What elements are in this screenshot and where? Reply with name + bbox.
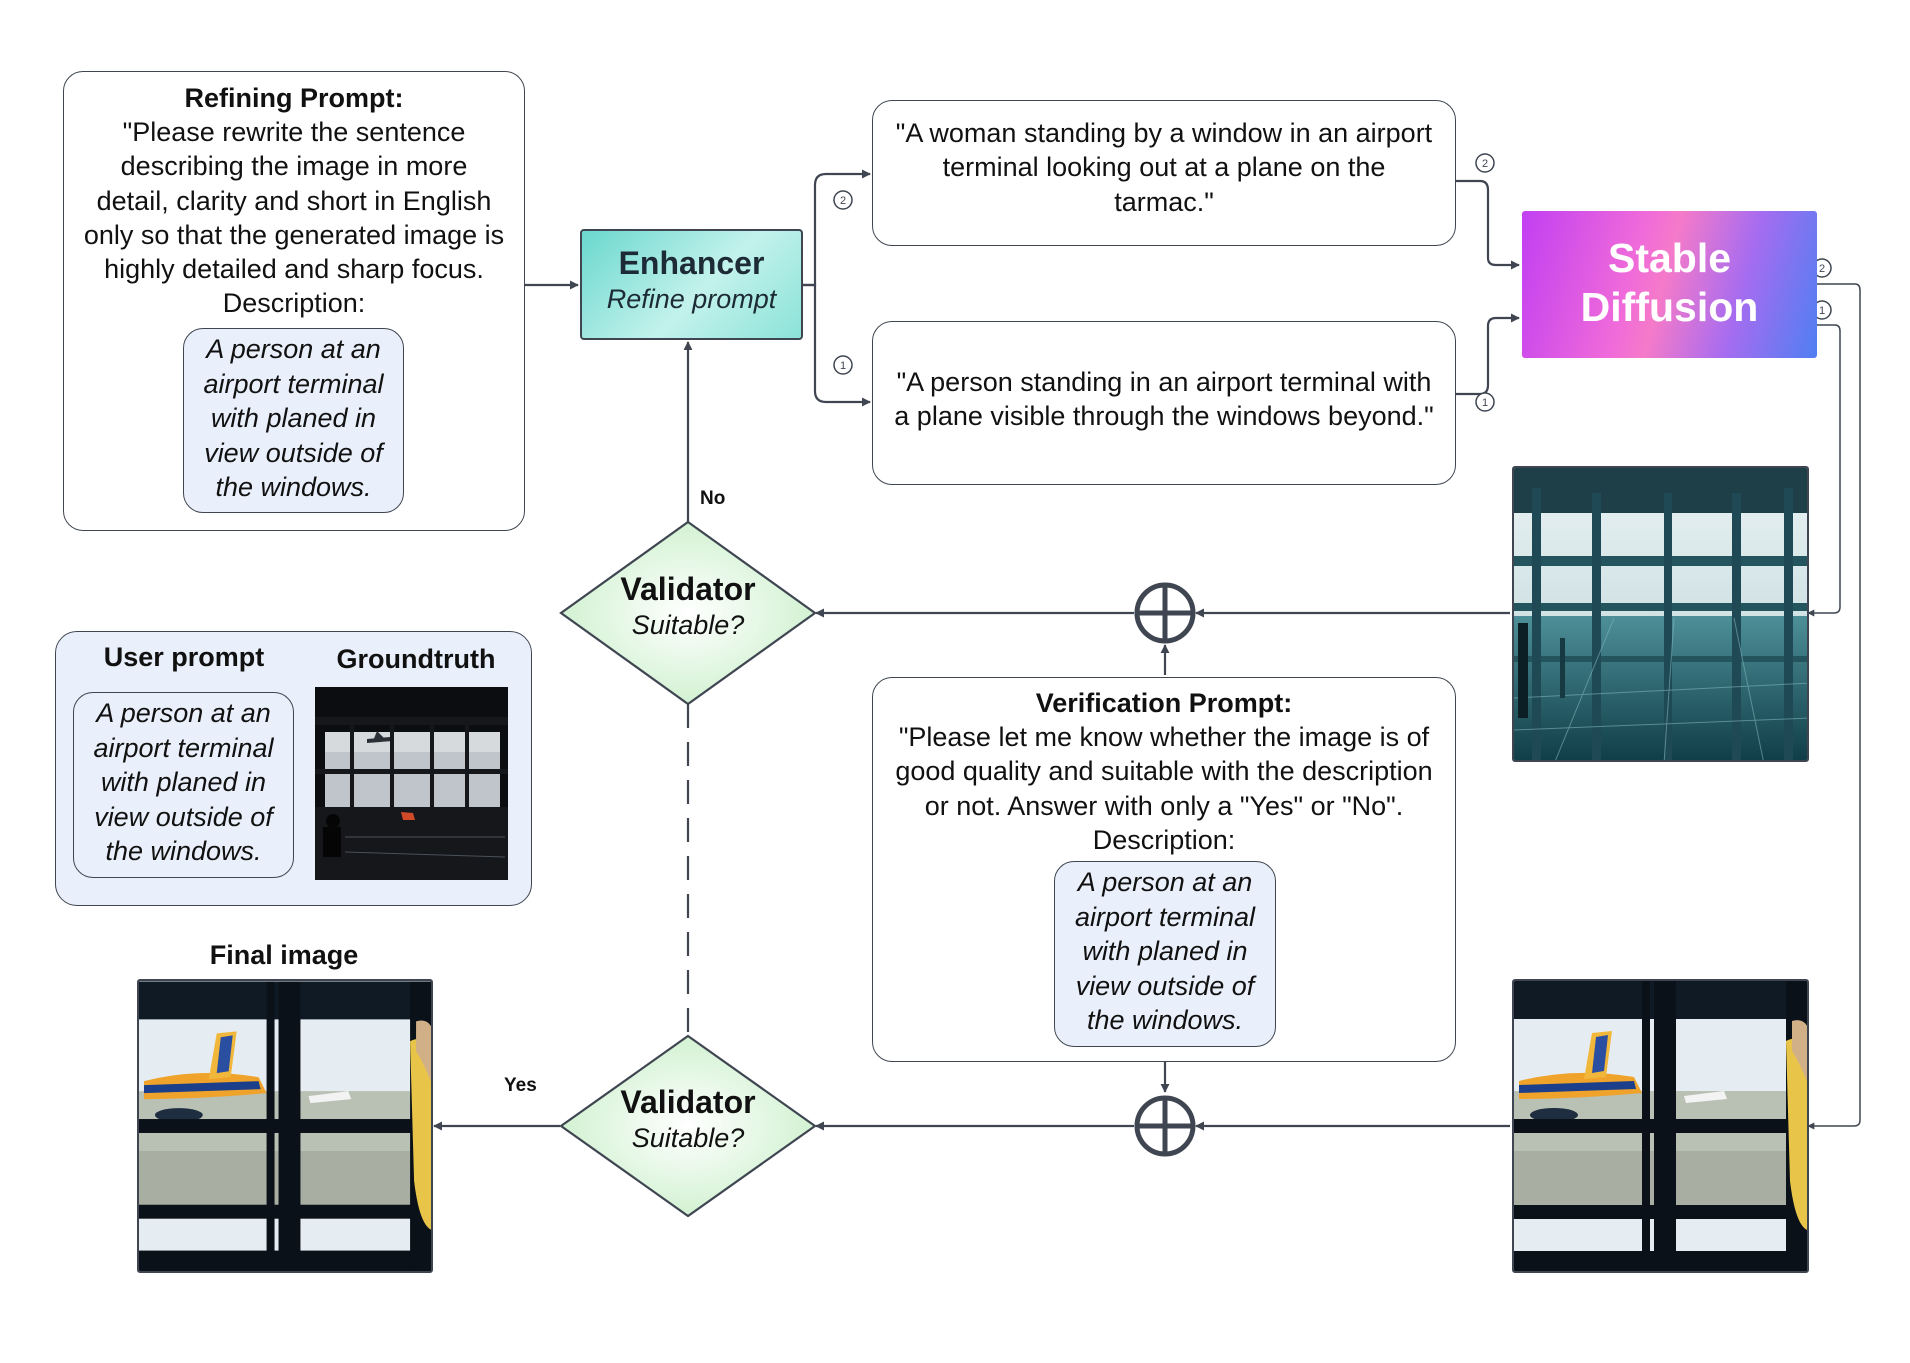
description-line: the windows. [105, 836, 262, 866]
enhancer-node: Enhancer Refine prompt [580, 229, 803, 340]
verification-line: Description: [1092, 824, 1236, 855]
validator-top-label: Validator Suitable? [578, 571, 798, 642]
validator-top-title: Validator [620, 571, 756, 607]
badge-one-prompt [833, 355, 853, 375]
description-line: view outside of [204, 437, 383, 468]
refining-description-pill: A person at an airport terminal with pla… [183, 328, 404, 513]
yes-branch-label: Yes [504, 1075, 537, 1096]
arrow-enhancer-to-prompt-two [803, 169, 871, 287]
verification-line: or not. Answer with only a "Yes" or "No"… [924, 790, 1404, 821]
badge-two-prompt-label: 2 [840, 195, 846, 207]
enhancer-subtitle: Refine prompt [606, 284, 777, 314]
generated-image-one [1512, 466, 1809, 762]
validator-top-diamond [559, 520, 817, 706]
refining-prompt-text: "Please rewrite the sentence describing … [64, 115, 524, 321]
verification-description-pill: A person at an airport terminal with pla… [1054, 861, 1276, 1047]
description-line: view outside of [1075, 970, 1255, 1001]
user-prompt-title: User prompt [103, 642, 265, 672]
description-line: A person at an [1077, 867, 1253, 897]
validator-bottom-subtitle: Suitable? [631, 1123, 745, 1153]
arrow-prompt-one-to-sd [1456, 313, 1520, 396]
verification-prompt-text: "Please let me know whether the image is… [873, 720, 1455, 857]
description-line: the windows. [215, 472, 372, 502]
prompt-line: tarmac." [1114, 186, 1214, 217]
description-line: with planed in [100, 767, 267, 797]
verification-line: good quality and suitable with the descr… [895, 756, 1433, 787]
description-line: airport terminal [1074, 901, 1256, 932]
groundtruth-title: Groundtruth [336, 644, 496, 674]
verification-prompt-title: Verification Prompt: [1035, 688, 1293, 718]
arrow-sd-to-top-image [1807, 324, 1841, 617]
refining-line: describing the image in more [120, 151, 468, 182]
description-line: A person at an [206, 334, 381, 364]
refining-line: Description: [222, 288, 366, 319]
description-line: A person at an [96, 698, 271, 728]
description-line: airport terminal [203, 368, 384, 399]
badge-two-sd-input-label: 2 [1482, 158, 1488, 170]
badge-two-prompt [833, 190, 853, 210]
arrow-sd-to-bottom-image [1807, 283, 1861, 1130]
badge-two-sd-output-label: 2 [1819, 263, 1825, 275]
refining-line: only so that the generated image is [83, 219, 505, 250]
verification-line: "Please let me know whether the image is… [898, 722, 1430, 752]
refined-prompt-two-box: "A woman standing by a window in an airp… [872, 100, 1456, 246]
description-line: airport terminal [93, 732, 274, 763]
refining-line: "Please rewrite the sentence [122, 117, 466, 147]
final-image-title: Final image [209, 940, 359, 970]
no-branch-label: No [700, 488, 726, 509]
arrow-enhancer-to-prompt-one [803, 283, 871, 407]
badge-one-sd-output-label: 1 [1819, 305, 1825, 317]
refined-prompt-two-text: "A woman standing by a window in an airp… [873, 116, 1455, 219]
arrow-prompt-two-to-sd [1456, 179, 1520, 270]
prompt-line: a plane visible through the windows beyo… [894, 401, 1434, 432]
user-input-panel: User prompt Groundtruth A person at an a… [55, 631, 532, 906]
generated-image-two [1512, 979, 1809, 1273]
badge-one-sd-input-label: 1 [1482, 397, 1488, 409]
user-prompt-pill: A person at an airport terminal with pla… [73, 692, 294, 878]
refining-prompt-box: Refining Prompt: "Please rewrite the sen… [63, 71, 525, 531]
description-line: view outside of [94, 801, 273, 832]
badge-two-sd-input [1475, 153, 1495, 173]
plane-through-window-photo [1514, 981, 1807, 1271]
sd-line: Diffusion [1580, 284, 1759, 330]
description-line: the windows. [1086, 1005, 1244, 1035]
description-line: with planed in [210, 403, 377, 433]
enhancer-title: Enhancer [618, 245, 765, 281]
badge-one-sd-input [1475, 392, 1495, 412]
groundtruth-photo [315, 687, 508, 880]
sd-line: Stable [1607, 235, 1732, 281]
prompt-line: "A woman standing by a window in an airp… [895, 118, 1433, 148]
prompt-line: terminal looking out at a plane on the [942, 152, 1386, 183]
badge-one-prompt-label: 1 [840, 360, 846, 372]
description-line: with planed in [1082, 936, 1248, 966]
validator-bottom-title: Validator [620, 1084, 756, 1120]
final-image [137, 979, 433, 1273]
validator-bottom-diamond [559, 1034, 817, 1218]
verification-prompt-box: Verification Prompt: "Please let me know… [872, 677, 1456, 1062]
refining-prompt-title: Refining Prompt: [184, 83, 404, 113]
combine-node-top [1134, 582, 1196, 644]
combine-node-bottom [1134, 1095, 1196, 1157]
refined-prompt-one-box: "A person standing in an airport termina… [872, 321, 1456, 485]
final-plane-through-window-photo [139, 981, 431, 1271]
prompt-line: "A person standing in an airport termina… [896, 367, 1432, 397]
groundtruth-image [315, 687, 508, 880]
validator-top-subtitle: Suitable? [631, 610, 745, 640]
refining-line: highly detailed and sharp focus. [104, 254, 484, 285]
validator-bottom-label: Validator Suitable? [578, 1084, 798, 1155]
refined-prompt-one-text: "A person standing in an airport termina… [873, 365, 1455, 434]
refining-line: detail, clarity and short in English [96, 185, 492, 216]
stable-diffusion-node: Stable Diffusion [1522, 211, 1817, 358]
airport-window-photo [1514, 468, 1807, 760]
